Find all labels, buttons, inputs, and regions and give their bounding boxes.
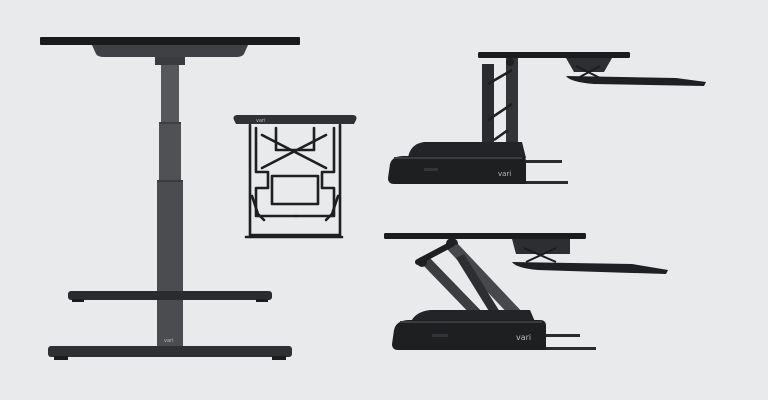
back-foot <box>68 291 272 300</box>
raised-tab-upper <box>526 160 562 163</box>
standing-desk: vari <box>40 37 300 360</box>
compact-cross-b <box>260 133 328 170</box>
raised-riser-front <box>506 58 518 156</box>
lowered-base-highlight <box>400 321 542 323</box>
front-foot <box>48 346 292 357</box>
front-foot-pad-left <box>54 356 68 360</box>
compact-frame-outer <box>248 123 342 237</box>
column-lower <box>157 180 183 346</box>
compact-foot-left <box>250 194 266 222</box>
back-foot-pad-left <box>72 299 84 302</box>
lowered-tab-upper <box>546 334 580 337</box>
column-seam <box>159 122 181 124</box>
compact-inner-box <box>270 174 320 206</box>
compact-top <box>233 115 357 124</box>
back-foot-pad-right <box>256 299 268 302</box>
lowered-base-lower <box>392 320 546 350</box>
raised-base-feature <box>424 168 438 171</box>
lowered-arm-c <box>456 254 500 316</box>
raised-tab-lower <box>526 181 568 184</box>
desktop-converter-lowered: vari <box>384 233 668 350</box>
lowered-brand-label: vari <box>516 333 531 342</box>
lowered-arm-a <box>420 256 488 322</box>
desk-top <box>40 37 300 45</box>
compact-loop-left <box>254 126 298 218</box>
front-foot-pad-right <box>272 356 286 360</box>
lowered-tab-lower <box>546 347 596 350</box>
compact-brand-label: vari <box>256 118 265 124</box>
column-middle <box>159 122 181 182</box>
column-mount <box>155 57 185 65</box>
raised-riser-back <box>482 64 494 156</box>
raised-base-lower <box>388 156 526 184</box>
column-seam-lower <box>157 180 183 182</box>
desk-frame-rail <box>92 45 248 57</box>
raised-tray-arm <box>566 58 612 72</box>
desk-brand-label: vari <box>164 338 173 344</box>
raised-keyboard-tray <box>566 76 706 86</box>
lowered-keyboard-tray <box>512 262 668 274</box>
raised-brand-label: vari <box>498 170 511 178</box>
raised-pivot <box>506 58 514 66</box>
lowered-pivot-left <box>417 257 427 267</box>
lowered-top <box>384 233 586 239</box>
raised-tray-scissor <box>575 65 601 79</box>
desktop-converter-raised: vari <box>388 52 706 184</box>
lowered-tray-arm <box>512 239 570 254</box>
raised-riser-brace <box>487 68 513 142</box>
raised-base-upper <box>408 142 526 158</box>
compact-foot-right <box>324 194 340 222</box>
compact-loop-right <box>294 126 336 218</box>
lowered-base-feature <box>432 334 448 337</box>
raised-base-highlight <box>394 157 522 159</box>
raised-top <box>478 52 630 58</box>
desktop-converter-compact: vari <box>233 115 357 239</box>
column-upper <box>161 65 179 125</box>
lowered-tray-scissor <box>523 247 557 263</box>
